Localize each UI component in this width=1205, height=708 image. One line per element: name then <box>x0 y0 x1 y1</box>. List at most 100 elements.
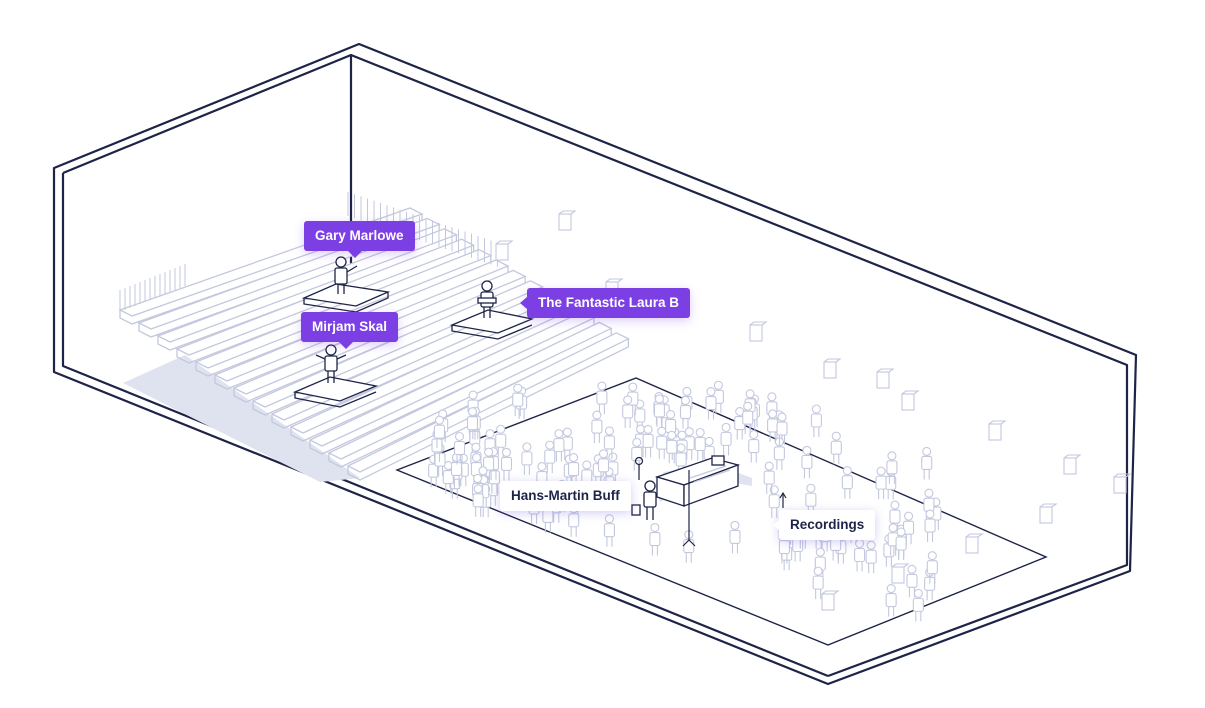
box-top <box>823 358 842 363</box>
person-head <box>777 412 787 422</box>
person-head <box>501 447 512 457</box>
box-top <box>558 210 577 215</box>
person-body <box>865 549 877 564</box>
person-body <box>773 446 785 461</box>
person-body <box>912 597 924 612</box>
person-body <box>603 435 615 450</box>
audience-person <box>653 394 665 427</box>
person-body <box>801 454 813 469</box>
person-head <box>608 452 618 462</box>
person-head <box>896 527 906 537</box>
audience-person <box>885 584 897 617</box>
person-head <box>554 429 564 439</box>
equipment-box <box>901 390 920 411</box>
person-body <box>488 470 500 485</box>
person-head <box>749 430 759 440</box>
person-body <box>472 493 484 508</box>
person-body <box>694 436 706 452</box>
person-body <box>767 418 779 433</box>
person-head <box>598 449 609 459</box>
box-top <box>876 368 895 373</box>
audience-person <box>666 430 678 464</box>
box-front <box>1039 506 1053 524</box>
box-front <box>988 423 1002 441</box>
box-top <box>1039 503 1058 508</box>
audience-person <box>472 484 484 517</box>
person-body <box>679 404 692 420</box>
audience-person <box>591 410 603 444</box>
person-body <box>483 456 495 471</box>
person-head <box>654 394 664 404</box>
person-head <box>767 392 777 402</box>
person-head <box>604 426 614 436</box>
person-body <box>810 413 822 428</box>
performer-gary <box>334 256 358 294</box>
person-body <box>568 513 580 528</box>
callout-pointer <box>339 342 353 349</box>
person-head <box>677 430 687 440</box>
person-head <box>887 451 897 461</box>
person-head <box>468 390 478 400</box>
person-head <box>582 460 592 470</box>
audience-person <box>631 437 643 471</box>
performer-label-hans: Hans-Martin Buff <box>500 481 631 511</box>
person-head <box>745 389 755 399</box>
person-body <box>591 419 603 434</box>
person-head <box>866 540 876 550</box>
person-body <box>902 520 915 535</box>
recording-arrow-icon <box>779 491 787 508</box>
person-head <box>496 424 506 434</box>
person-head <box>597 381 607 391</box>
callout-pointer <box>348 251 362 258</box>
stage-shadow <box>123 355 360 482</box>
performer-label-mirjam-text: Mirjam Skal <box>312 319 388 334</box>
person-body <box>642 433 654 449</box>
person-head <box>721 422 731 432</box>
person-body <box>597 458 610 473</box>
audience-person <box>812 566 824 600</box>
person-head <box>643 424 653 435</box>
person-head <box>471 442 481 452</box>
performer-mirjam <box>315 344 347 383</box>
riser-step-edge <box>309 318 595 455</box>
person-head <box>537 462 547 472</box>
box-top <box>605 278 624 283</box>
equipment-box <box>495 240 514 261</box>
box-front <box>558 213 572 231</box>
person-body <box>542 508 554 523</box>
performer-label-mirjam: Mirjam Skal <box>301 312 399 349</box>
audience-person <box>902 511 915 545</box>
person-head <box>704 436 714 446</box>
person-body <box>729 529 741 544</box>
person-body <box>854 547 866 563</box>
riser-step-edge <box>233 276 526 403</box>
audience-person <box>679 395 692 429</box>
performer-hans <box>631 480 657 520</box>
person-body <box>885 593 897 608</box>
person-head <box>667 430 677 440</box>
person-head <box>467 407 478 417</box>
person-head <box>888 523 898 533</box>
performer-label-gary: Gary Marlowe <box>304 221 415 258</box>
equipment-box <box>823 358 842 379</box>
person-head <box>913 588 923 598</box>
person-body <box>675 452 687 467</box>
person-body <box>830 440 842 455</box>
audience-person <box>926 551 938 584</box>
person-head <box>623 395 633 405</box>
person-head <box>666 409 676 419</box>
riser-step-edge <box>176 245 475 364</box>
person-body <box>622 404 634 419</box>
person-head <box>522 442 532 452</box>
person-body <box>805 492 817 507</box>
audience-person <box>776 412 788 446</box>
box-front <box>901 393 915 411</box>
person-head <box>925 509 935 519</box>
person-head <box>636 424 646 434</box>
box-top <box>495 240 514 245</box>
audience-crowd <box>428 380 942 622</box>
person-head <box>855 538 865 549</box>
box-front <box>1113 476 1127 494</box>
stage-railing <box>119 192 498 312</box>
